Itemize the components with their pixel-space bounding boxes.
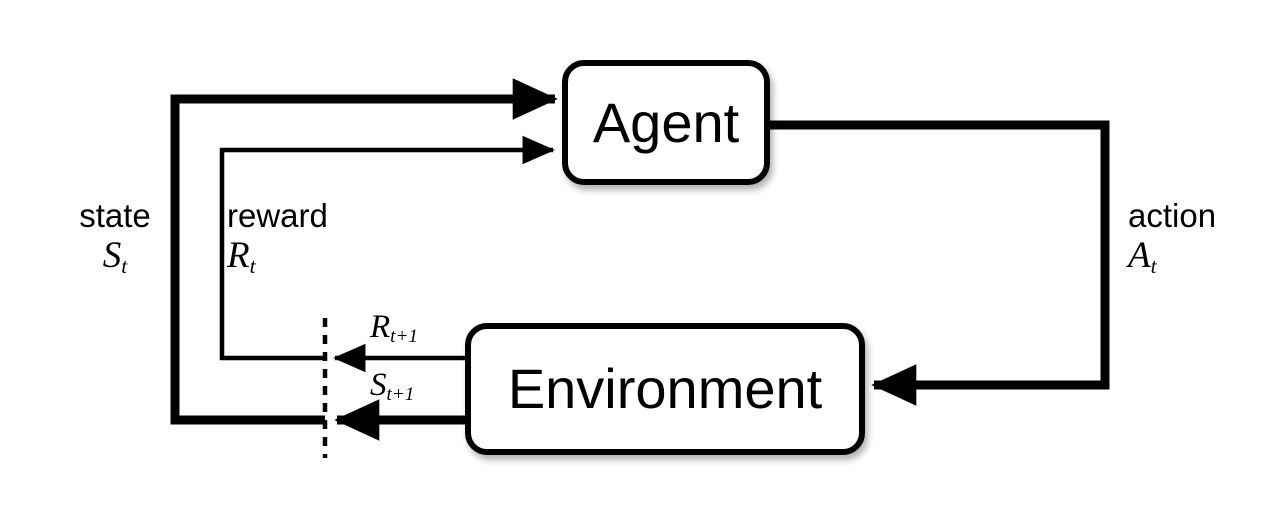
reward-edge-label: reward Rt — [227, 197, 367, 278]
environment-node: Environment — [465, 323, 865, 455]
action-edge-symbol: At — [1128, 235, 1268, 278]
state-arrow-path — [170, 78, 558, 425]
agent-node-label: Agent — [592, 90, 740, 154]
state-next-label: St+1 — [370, 367, 415, 406]
action-edge-word: action — [1128, 197, 1217, 234]
state-edge-symbol: St — [62, 235, 168, 278]
environment-node-label: Environment — [507, 357, 823, 420]
action-symbol-base: A — [1128, 234, 1151, 276]
state-symbol-subscript: t — [121, 254, 128, 279]
reward-next-symbol-base: R — [370, 309, 391, 345]
reward-edge-symbol: Rt — [227, 235, 367, 278]
state-next-symbol-base: S — [370, 367, 387, 403]
reward-arrow-path — [219, 135, 555, 361]
agent-node: Agent — [562, 60, 770, 185]
reward-symbol-base: R — [227, 234, 250, 276]
reward-next-symbol-subscript: t+1 — [390, 326, 418, 348]
action-arrow-path — [770, 120, 1110, 406]
action-edge-label: action At — [1128, 197, 1268, 278]
state-edge-word: state — [79, 197, 151, 234]
action-symbol-subscript: t — [1150, 254, 1157, 279]
reward-edge-word: reward — [227, 197, 328, 234]
state-next-symbol-subscript: t+1 — [386, 384, 415, 406]
state-symbol-base: S — [102, 234, 122, 276]
state-edge-label: state St — [62, 197, 168, 278]
reward-symbol-subscript: t — [249, 254, 256, 279]
reward-next-label: Rt+1 — [370, 309, 418, 348]
